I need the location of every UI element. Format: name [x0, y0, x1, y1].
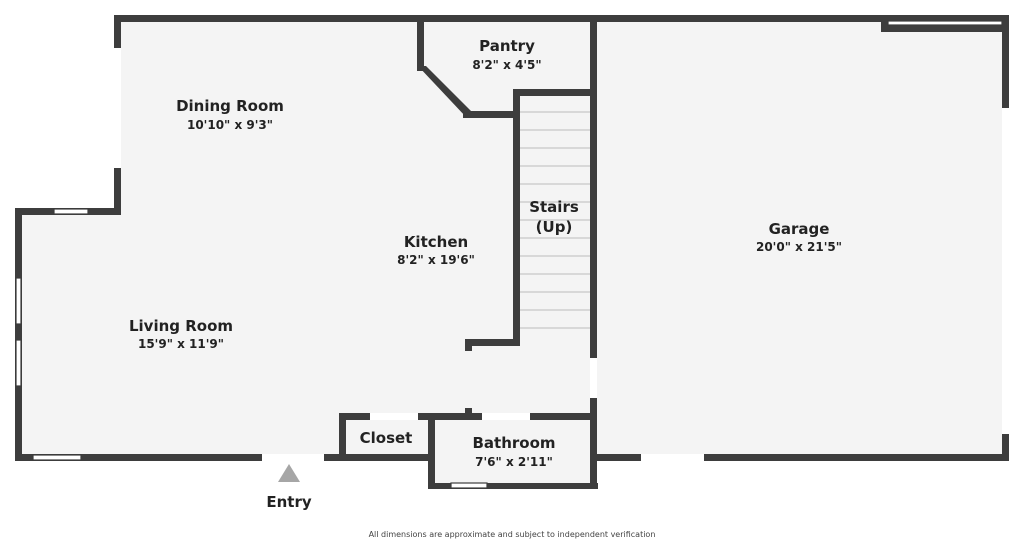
- living-room-name: Living Room: [129, 317, 233, 335]
- floor-areas: [19, 20, 1005, 486]
- garage-dims: 20'0" x 21'5": [756, 240, 842, 254]
- openings: [114, 48, 1009, 461]
- bathroom-dims: 7'6" x 2'11": [475, 455, 553, 469]
- dining-room-name: Dining Room: [176, 97, 284, 115]
- pantry-dims: 8'2" x 4'5": [472, 58, 541, 72]
- pantry-name: Pantry: [479, 37, 535, 55]
- bathroom-name: Bathroom: [472, 434, 555, 452]
- kitchen-name: Kitchen: [404, 233, 468, 251]
- entry-label: Entry: [266, 493, 311, 511]
- closet-name: Closet: [360, 429, 413, 447]
- dining-room-dims: 10'10" x 9'3": [187, 118, 273, 132]
- living-room-dims: 15'9" x 11'9": [138, 337, 224, 351]
- kitchen-dims: 8'2" x 19'6": [397, 253, 475, 267]
- windows: [15, 20, 1003, 489]
- stairs-name-up: (Up): [536, 218, 573, 236]
- garage-name: Garage: [769, 220, 830, 238]
- disclaimer-text: All dimensions are approximate and subje…: [369, 530, 656, 539]
- entry-arrow-icon: [278, 464, 300, 482]
- stairs-name: Stairs: [529, 198, 579, 216]
- stair-treads: [520, 111, 590, 329]
